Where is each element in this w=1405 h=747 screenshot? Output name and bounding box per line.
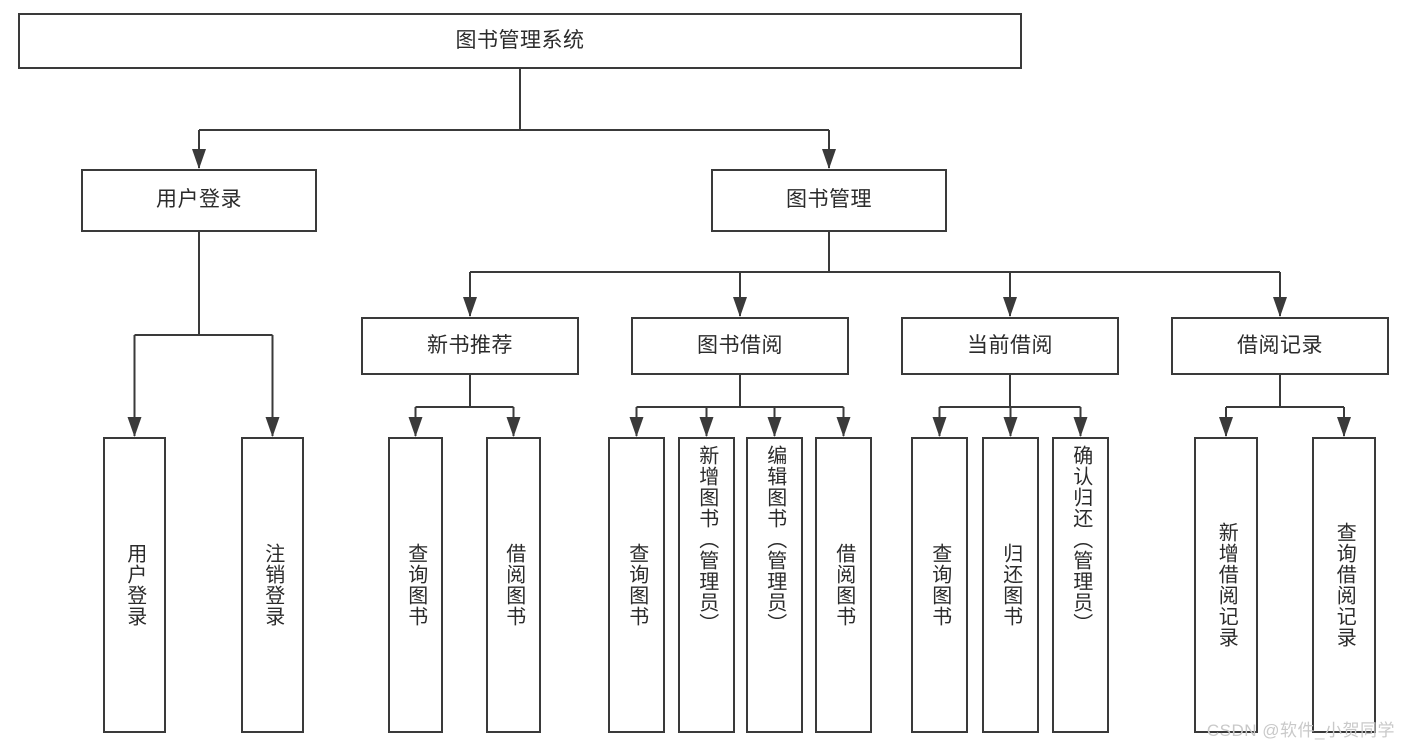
node-leaf-add-record[interactable]: 新增借阅记录 <box>1194 437 1258 733</box>
arrowhead-book-manage <box>822 149 836 169</box>
node-root[interactable]: 图书管理系统 <box>18 13 1022 69</box>
node-label-leaf-user-logout: 注销登录 <box>261 543 284 627</box>
node-current-borrow[interactable]: 当前借阅 <box>901 317 1119 375</box>
node-user-login[interactable]: 用户登录 <box>81 169 317 232</box>
arrowhead-leaf-query-book-3 <box>932 417 947 437</box>
arrowhead-leaf-confirm-return <box>1073 417 1088 437</box>
arrowhead-borrow-record <box>1273 297 1287 317</box>
node-label-leaf-add-record: 新增借阅记录 <box>1215 522 1238 648</box>
watermark: CSDN @软件_小贺同学 <box>1206 721 1395 740</box>
arrowhead-new-book-rec <box>463 297 477 317</box>
node-label-leaf-query-book-2: 查询图书 <box>625 543 648 627</box>
node-leaf-user-login[interactable]: 用户登录 <box>103 437 166 733</box>
node-new-book-rec[interactable]: 新书推荐 <box>361 317 579 375</box>
node-leaf-borrow-book-2[interactable]: 借阅图书 <box>815 437 872 733</box>
arrowhead-user-login <box>192 149 206 169</box>
arrowhead-current-borrow <box>1003 297 1017 317</box>
arrowhead-leaf-query-book-2 <box>629 417 644 437</box>
node-label-user-login: 用户登录 <box>156 188 242 212</box>
arrowhead-leaf-add-book <box>699 417 714 437</box>
arrowhead-leaf-query-record <box>1337 417 1351 437</box>
node-leaf-return-book[interactable]: 归还图书 <box>982 437 1039 733</box>
node-borrow-record[interactable]: 借阅记录 <box>1171 317 1389 375</box>
node-leaf-user-logout[interactable]: 注销登录 <box>241 437 304 733</box>
node-label-leaf-confirm-return: 确认归还（管理员） <box>1069 445 1092 634</box>
node-label-book-borrow: 图书借阅 <box>697 333 783 357</box>
arrowhead-leaf-add-record <box>1219 417 1233 437</box>
arrowhead-leaf-user-logout <box>265 417 280 437</box>
node-label-leaf-edit-book: 编辑图书（管理员） <box>763 445 786 634</box>
node-label-new-book-rec: 新书推荐 <box>427 333 513 357</box>
node-label-leaf-query-record: 查询借阅记录 <box>1333 522 1356 648</box>
node-leaf-confirm-return[interactable]: 确认归还（管理员） <box>1052 437 1109 733</box>
node-leaf-query-book-1[interactable]: 查询图书 <box>388 437 443 733</box>
node-label-leaf-borrow-book-1: 借阅图书 <box>502 543 525 627</box>
node-label-leaf-borrow-book-2: 借阅图书 <box>832 543 855 627</box>
node-label-borrow-record: 借阅记录 <box>1237 333 1323 357</box>
arrowhead-leaf-query-book-1 <box>408 417 423 437</box>
node-leaf-query-record[interactable]: 查询借阅记录 <box>1312 437 1376 733</box>
arrowhead-leaf-user-login <box>127 417 142 437</box>
node-label-leaf-user-login: 用户登录 <box>123 543 146 627</box>
node-leaf-borrow-book-1[interactable]: 借阅图书 <box>486 437 541 733</box>
node-label-leaf-return-book: 归还图书 <box>999 543 1022 627</box>
node-leaf-add-book[interactable]: 新增图书（管理员） <box>678 437 735 733</box>
node-label-book-manage: 图书管理 <box>786 188 872 212</box>
arrowhead-leaf-edit-book <box>767 417 782 437</box>
arrowhead-leaf-borrow-book-2 <box>836 417 851 437</box>
node-leaf-query-book-3[interactable]: 查询图书 <box>911 437 968 733</box>
arrowhead-leaf-return-book <box>1003 417 1018 437</box>
node-leaf-edit-book[interactable]: 编辑图书（管理员） <box>746 437 803 733</box>
node-book-manage[interactable]: 图书管理 <box>711 169 947 232</box>
node-book-borrow[interactable]: 图书借阅 <box>631 317 849 375</box>
node-label-root: 图书管理系统 <box>455 28 585 52</box>
arrowhead-leaf-borrow-book-1 <box>506 417 521 437</box>
node-label-leaf-add-book: 新增图书（管理员） <box>695 445 718 634</box>
arrowhead-book-borrow <box>733 297 747 317</box>
node-label-leaf-query-book-3: 查询图书 <box>928 543 951 627</box>
node-label-current-borrow: 当前借阅 <box>967 333 1053 357</box>
node-label-leaf-query-book-1: 查询图书 <box>404 543 427 627</box>
node-leaf-query-book-2[interactable]: 查询图书 <box>608 437 665 733</box>
